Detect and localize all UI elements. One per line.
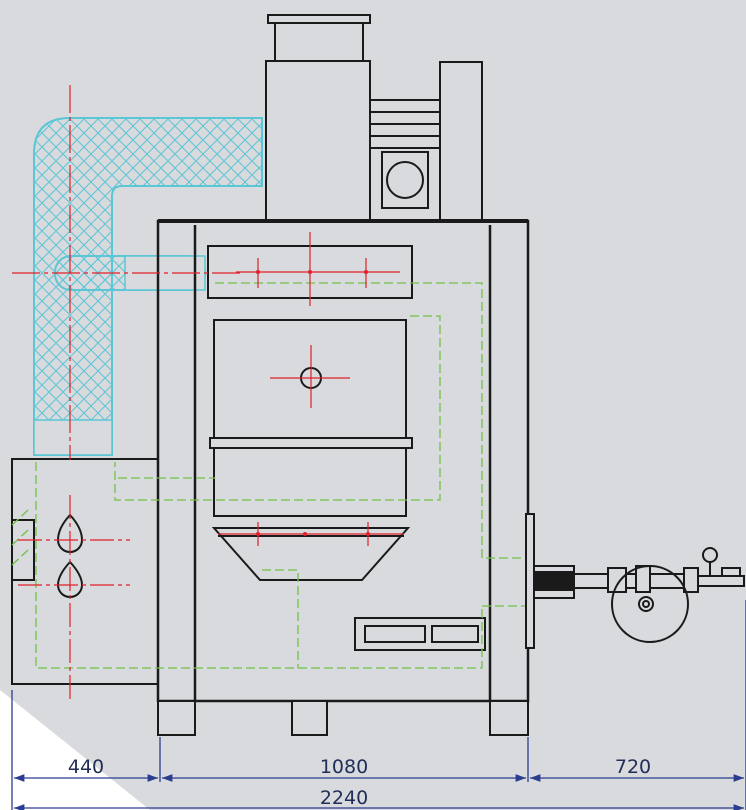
dimension-overall-label: 2240 xyxy=(320,787,368,809)
chimney-stack xyxy=(265,14,371,222)
center-points xyxy=(256,270,370,536)
bottom-cleanout-slot xyxy=(354,617,486,651)
burner-assembly xyxy=(525,513,745,649)
main-door xyxy=(209,319,413,517)
left-section xyxy=(11,458,159,685)
dimension-left-label: 440 xyxy=(68,756,104,778)
dimension-lines xyxy=(11,600,746,810)
centerlines xyxy=(12,85,404,700)
dimension-right-label: 720 xyxy=(615,756,651,778)
hidden-lines xyxy=(11,282,526,669)
boiler-feet xyxy=(157,700,529,736)
ash-hopper xyxy=(211,527,411,581)
dimension-middle-label: 1080 xyxy=(320,756,368,778)
